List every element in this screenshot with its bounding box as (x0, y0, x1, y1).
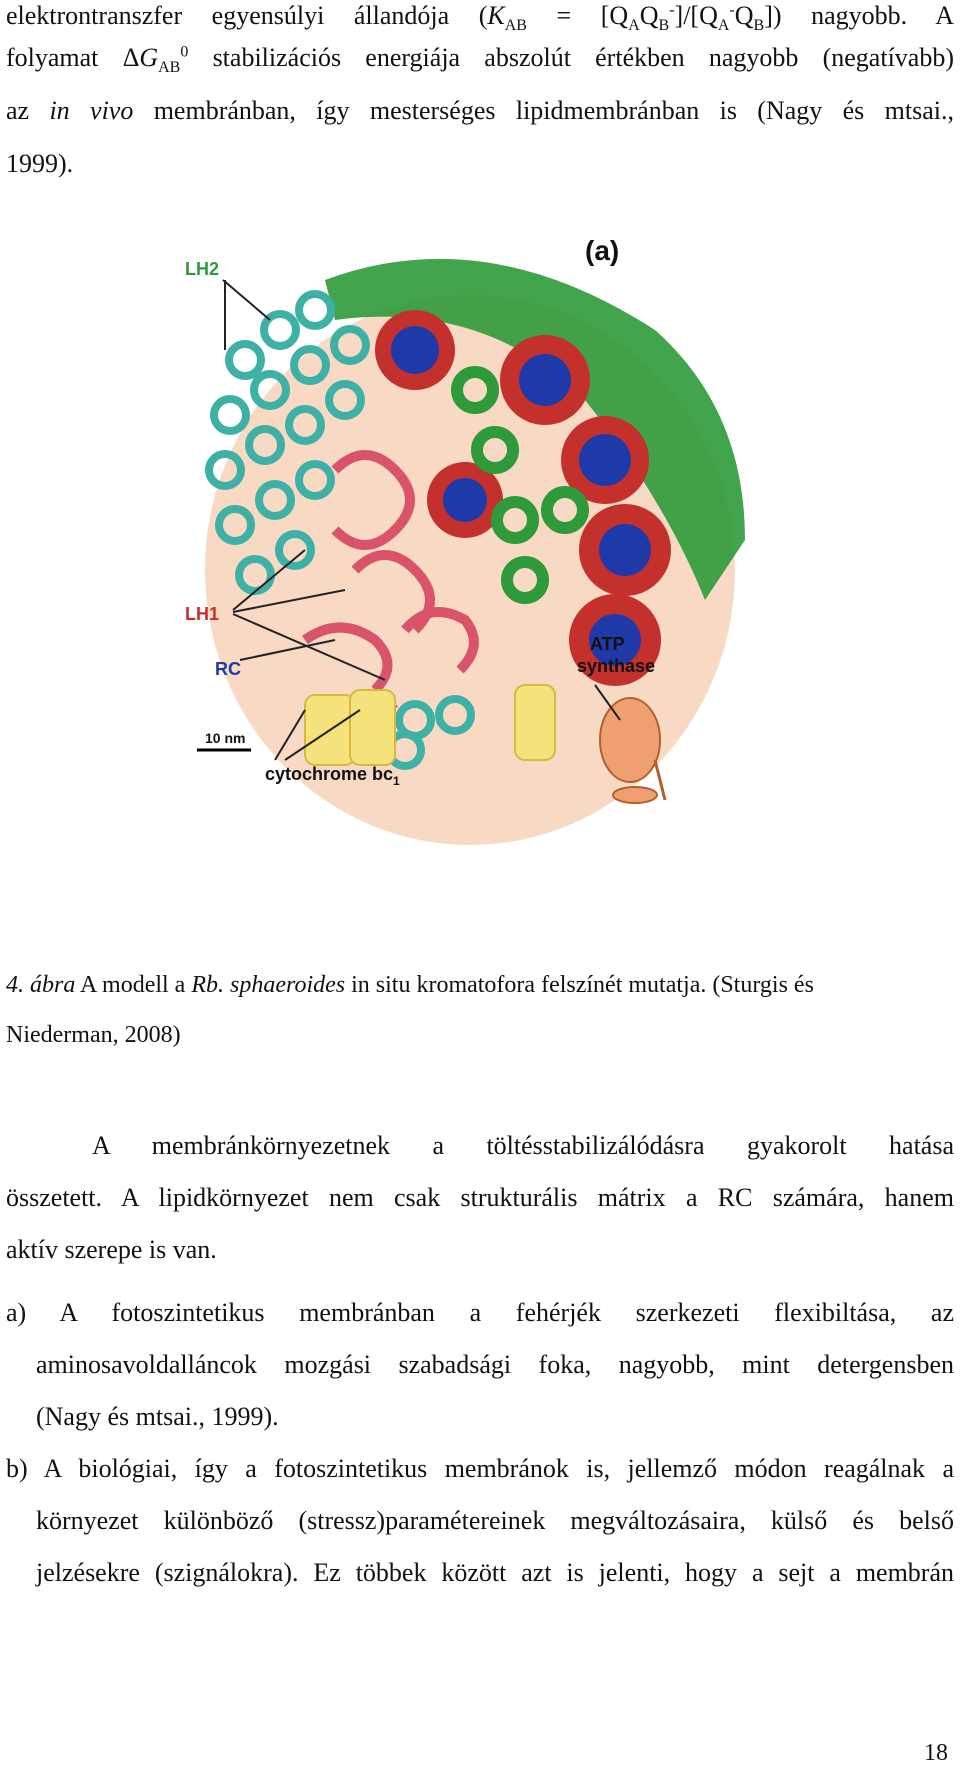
text-span: Q (639, 1, 659, 30)
text-span: stabilizációs energiája abszolút értékbe… (188, 43, 954, 72)
superscript: 0 (180, 43, 189, 61)
list-item-line: aminosavoldalláncok mozgási szabadsági f… (36, 1350, 954, 1379)
list-item-line: jelzésekre (szignálokra). Ez többek közö… (36, 1558, 954, 1587)
text-span: folyamat Δ (6, 43, 140, 72)
caption-line: Niederman, 2008) (6, 1022, 181, 1048)
lh2-green-rings (451, 366, 589, 604)
label-lh2: LH2 (185, 259, 219, 279)
label-rc: RC (215, 659, 241, 679)
superscript: - (669, 1, 675, 19)
subscript: A (628, 17, 640, 35)
label-lh1: LH1 (185, 604, 219, 624)
text-span: ]/[Q (674, 1, 718, 30)
label-atp-1: ATP (590, 634, 625, 654)
list-item: a) A fotoszintetikus membránban a fehérj… (6, 1298, 954, 1327)
figure-number: 4. ábra (6, 972, 76, 998)
green-protein-band (325, 258, 745, 600)
subscript: B (753, 17, 765, 35)
text-span: ]) nagyobb. A (764, 1, 955, 30)
italic-text: Rb. sphaeroides (191, 972, 346, 998)
list-item-line: (Nagy és mtsai., 1999). (36, 1402, 279, 1431)
text-line: elektrontranszfer egyensúlyi állandója (… (6, 0, 955, 35)
subscript: AB (158, 59, 181, 77)
atp-synthase (599, 697, 667, 804)
subscript: A (717, 17, 730, 35)
subscript: AB (504, 17, 527, 35)
text-span: in situ kromatofora felszínét mutatja. (… (345, 972, 814, 998)
text-line: összetett. A lipidkörnyezet nem csak str… (6, 1183, 954, 1212)
leader-lines (222, 279, 621, 761)
text-span: elektrontranszfer egyensúlyi állandója ( (6, 1, 488, 30)
italic-text: in vivo (49, 96, 134, 125)
superscript: - (729, 1, 735, 19)
math-symbol: K (487, 1, 505, 30)
math-symbol: G (139, 43, 159, 72)
text-span: Q (734, 1, 754, 30)
text-line: aktív szerepe is van. (6, 1235, 217, 1264)
panel-label: (a) (585, 240, 619, 266)
subscript: B (658, 17, 670, 35)
text-span: membránban, így mesterséges lipidmembrán… (133, 96, 954, 125)
label-scale: 10 nm (205, 730, 245, 746)
figure-caption: 4. ábra A modell a Rb. sphaeroides in si… (6, 970, 814, 1000)
text-line: folyamat ΔGAB0 stabilizációs energiája a… (6, 42, 954, 77)
label-atp-2: synthase (577, 656, 655, 676)
chromatophore-figure: (a) LH2 LH1 RC ATP synthase 10 nm cytoch… (185, 240, 745, 845)
lh2-rings (205, 290, 475, 770)
text-line: A membránkörnyezetnek a töltésstabilizál… (92, 1131, 954, 1160)
list-item: b) A biológiai, így a fotoszintetikus me… (6, 1454, 954, 1483)
label-cytochrome: cytochrome bc1 (265, 764, 400, 788)
text-span: az (6, 96, 50, 125)
text-line: az in vivo membránban, így mesterséges l… (6, 95, 954, 127)
text-span: A modell a (75, 972, 192, 998)
rc-complexes (375, 310, 671, 686)
text-span: = [Q (526, 1, 629, 30)
page-number: 18 (924, 1740, 948, 1766)
list-item-line: környezet különböző (stressz)paraméterei… (36, 1506, 954, 1535)
text-line: 1999). (6, 149, 74, 178)
